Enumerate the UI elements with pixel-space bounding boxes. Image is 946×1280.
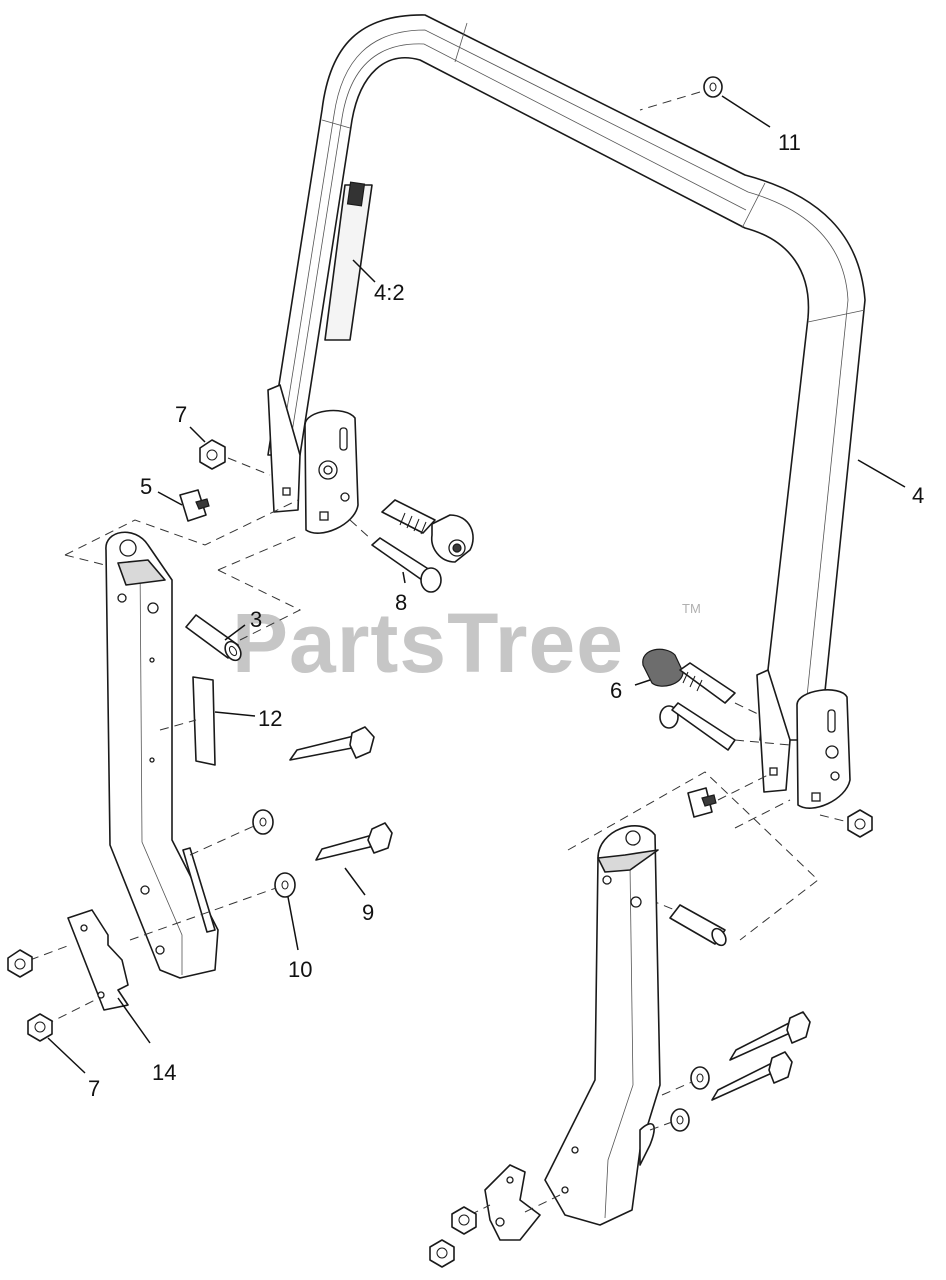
callout-3: 3 (250, 607, 262, 632)
clevis-pin-right (659, 702, 791, 751)
flange-nut-7-upper (199, 439, 271, 476)
callout-11: 11 (778, 130, 801, 155)
callout-12: 12 (258, 706, 282, 731)
assembly-line-c (217, 534, 301, 571)
callout-5: 5 (140, 474, 152, 499)
hitch-clip-5-left (179, 489, 210, 522)
bolt-9-lower-left (129, 822, 393, 941)
flange-nut-7-right-a (451, 1206, 477, 1235)
leader-lines (47, 95, 906, 1074)
hitch-clip-5-right (687, 774, 769, 818)
assembly-line-d (217, 569, 302, 641)
pivot-pin-6-right (642, 648, 761, 716)
callout-8: 8 (395, 590, 407, 615)
washer-11 (639, 76, 723, 111)
decal-12 (159, 676, 216, 766)
spacer-bushing-3-left (185, 614, 242, 662)
flange-nut-7-left-a (7, 949, 33, 978)
callout-14: 14 (152, 1060, 176, 1085)
spacer-bushing-3-right (669, 904, 727, 947)
callouts: 11 4:2 4 7 5 8 3 12 6 9 10 14 7 (88, 130, 924, 1101)
assembly-line-e (567, 771, 819, 941)
bolt-9-upper-left (189, 726, 375, 856)
flange-nut-7-left-b (27, 1013, 53, 1042)
upper-roll-bar (267, 14, 866, 809)
assembly-line-a (64, 499, 299, 556)
flange-nut-7-right (819, 809, 873, 838)
bolt-9-lower-right (649, 1051, 793, 1132)
assembly-line-f (734, 799, 791, 829)
watermark-brand: PartsTree (232, 596, 624, 690)
clevis-pin-8 (349, 519, 442, 593)
bolt-9-upper-right (661, 1011, 811, 1096)
watermark-trademark: TM (682, 601, 701, 616)
callout-4: 4 (912, 483, 924, 508)
mounting-plate-14-left (29, 909, 129, 1026)
callout-7-lower: 7 (88, 1076, 100, 1101)
left-lower-upright (105, 531, 219, 979)
callout-9: 9 (362, 900, 374, 925)
watermark: PartsTree TM (232, 596, 701, 690)
mounting-plate-14-right (469, 1164, 561, 1241)
callout-10: 10 (288, 957, 312, 982)
callout-4-2: 4:2 (374, 280, 405, 305)
right-lower-upright (544, 825, 661, 1226)
callout-6: 6 (610, 678, 622, 703)
pivot-pin-upper (381, 499, 474, 563)
flange-nut-7-right-b (429, 1239, 455, 1268)
callout-7-upper: 7 (175, 402, 187, 427)
